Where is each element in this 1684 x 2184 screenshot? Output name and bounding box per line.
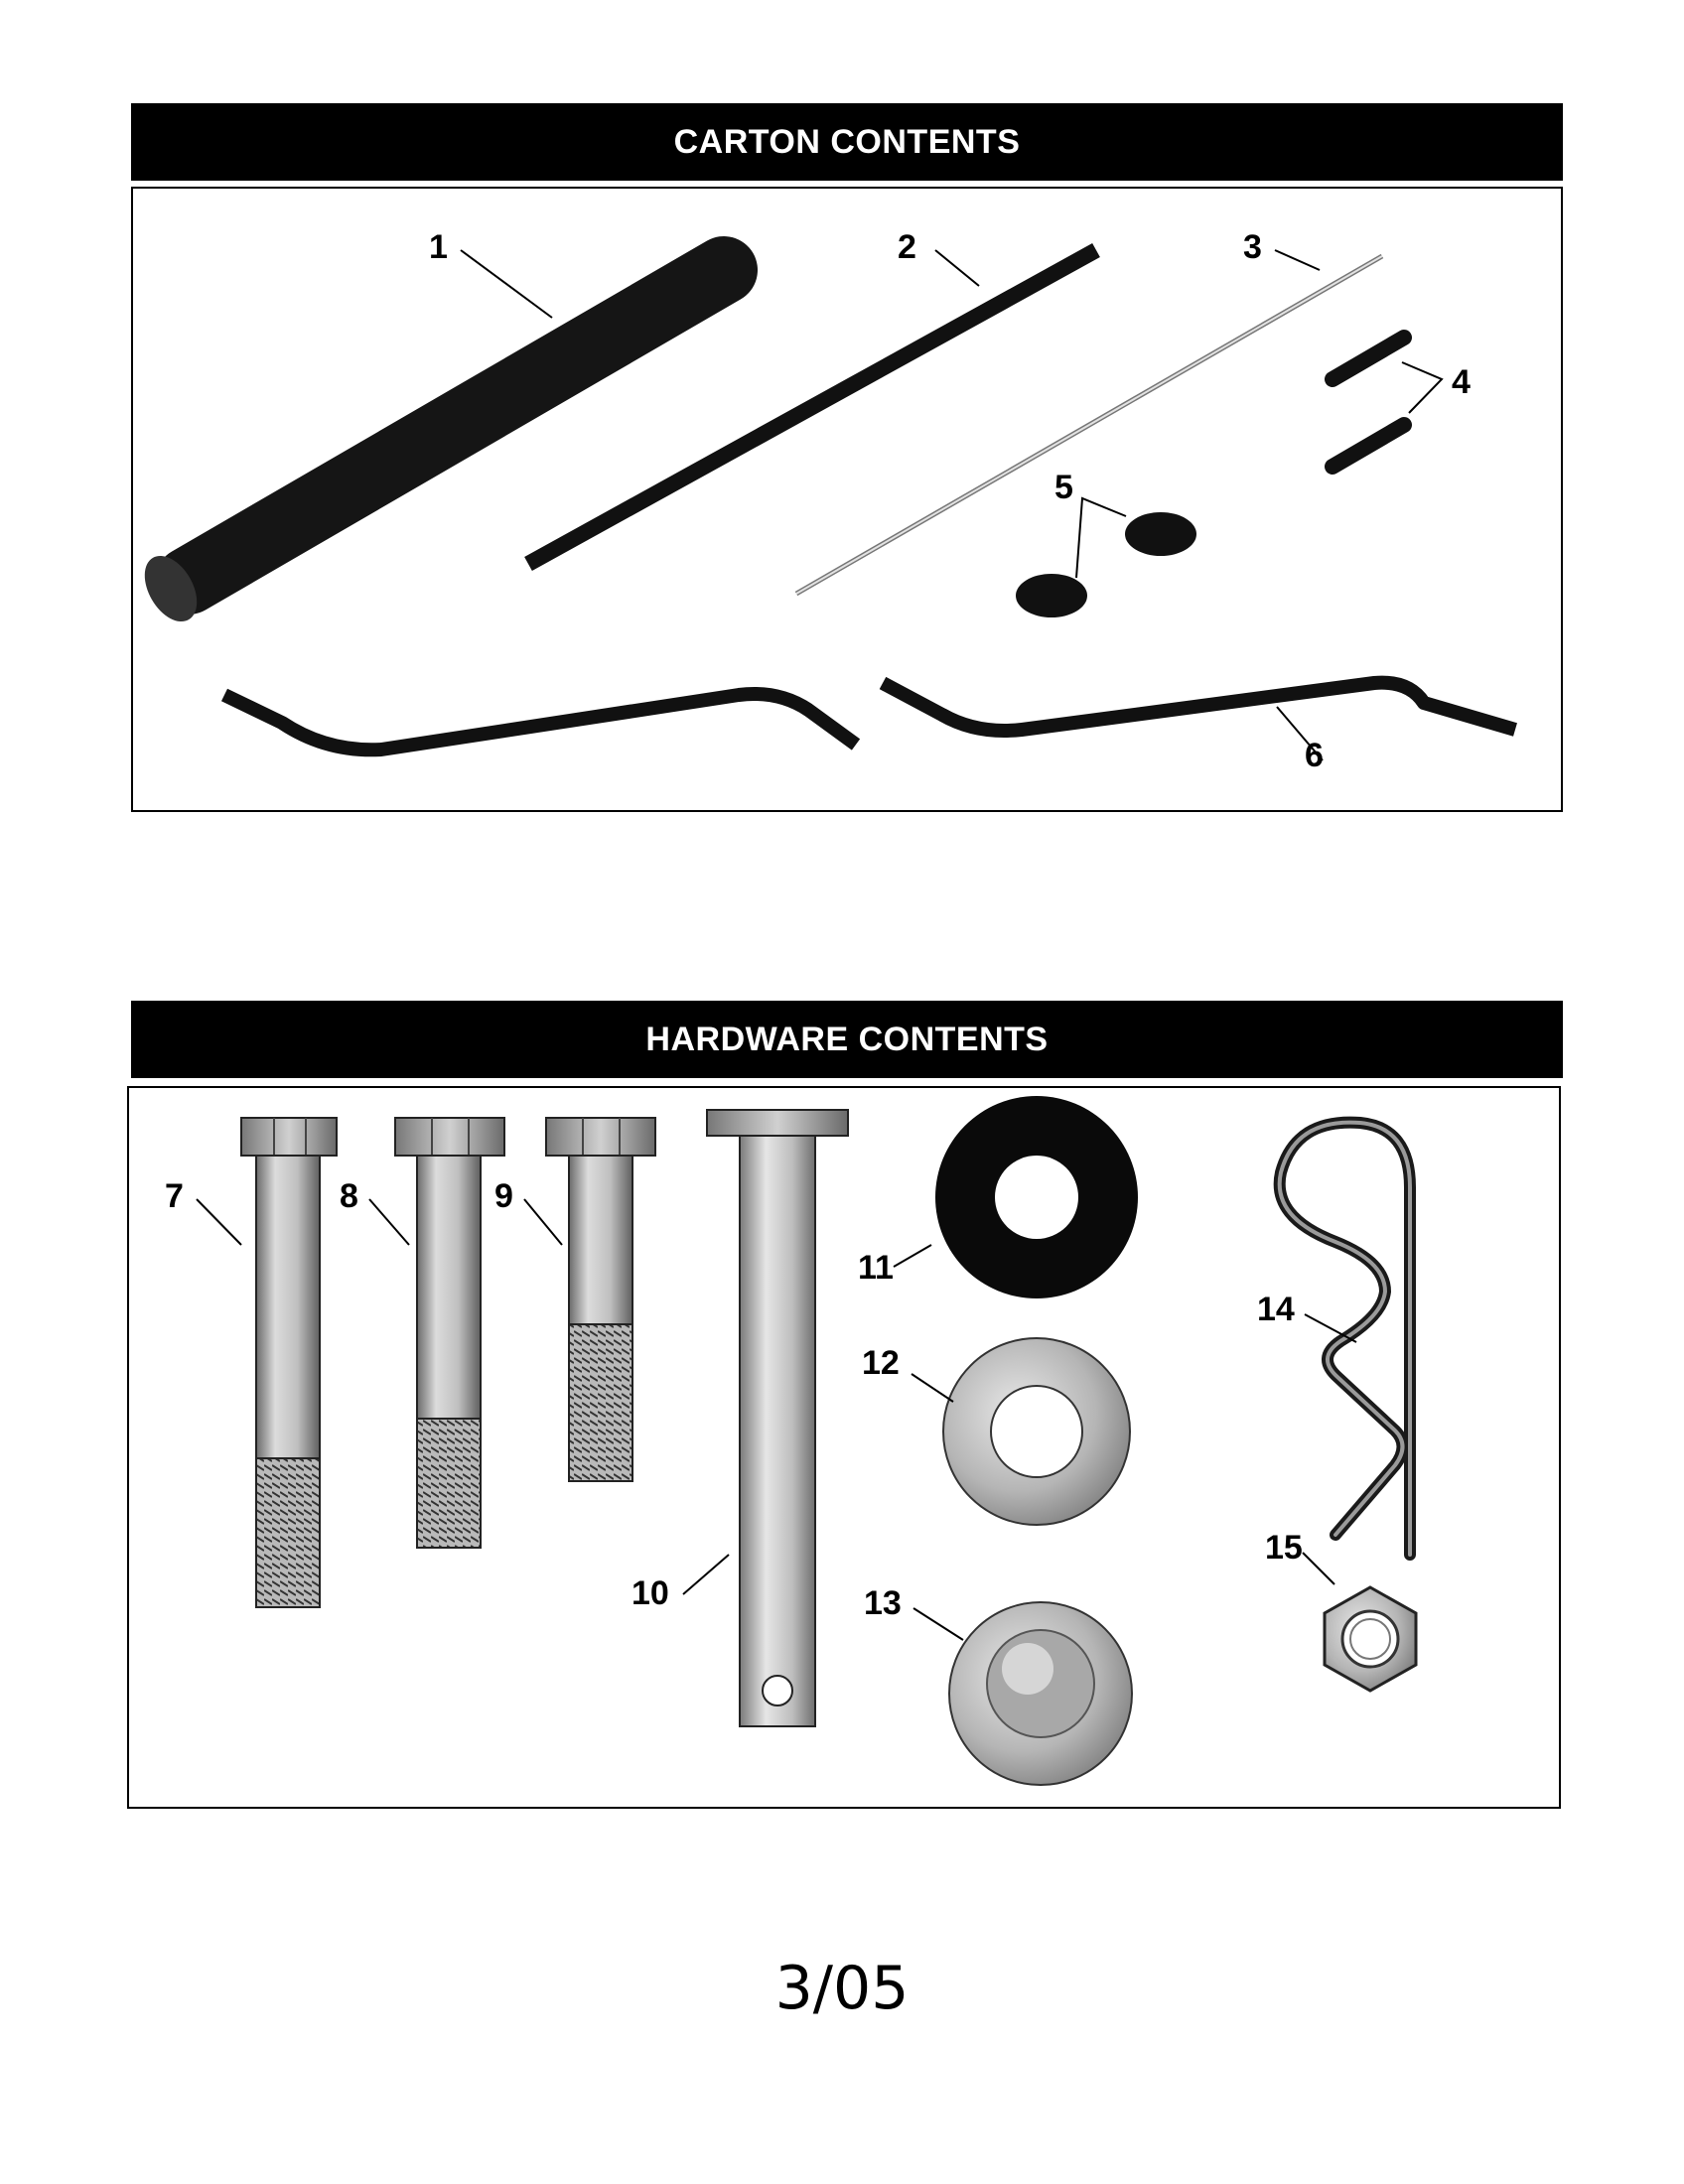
- part-8-medium-bolt: [394, 1117, 505, 1549]
- callout-8: 8: [340, 1177, 358, 1215]
- part-1-tube: [144, 236, 758, 622]
- callout-2: 2: [898, 228, 916, 266]
- part-6-bent-rods: [220, 675, 1517, 757]
- callout-9-leader: [523, 1198, 563, 1246]
- callout-13-leader: [912, 1607, 964, 1641]
- callout-12: 12: [862, 1344, 900, 1382]
- page-date-footer: 3/05: [774, 1954, 910, 2023]
- carton-contents-title: CARTON CONTENTS: [673, 122, 1021, 161]
- carton-contents-illustration: 1 2 3 4 5 6: [144, 228, 1517, 774]
- callout-15-leader: [1302, 1552, 1335, 1585]
- callout-8-leader: [368, 1198, 410, 1246]
- part-2-rod: [524, 242, 1100, 572]
- callout-3: 3: [1243, 228, 1262, 266]
- callout-6-leader: [1276, 706, 1324, 761]
- part-3-thin-rod: [794, 253, 1384, 597]
- callout-4: 4: [1452, 363, 1471, 401]
- part-14-hairpin-clip: [1273, 1116, 1416, 1561]
- hardware-contents-header: HARDWARE CONTENTS: [131, 1001, 1563, 1078]
- callout-12-leader: [911, 1373, 954, 1403]
- part-5-caps: [1016, 512, 1196, 617]
- callout-7-leader: [196, 1198, 242, 1246]
- callout-6: 6: [1305, 737, 1324, 774]
- callout-15: 15: [1265, 1529, 1303, 1567]
- part-12-flat-washer: [942, 1337, 1131, 1526]
- callout-4-leader: [1401, 361, 1444, 414]
- hardware-contents-illustration: 7 8 9 10: [165, 1096, 1418, 1786]
- part-9-short-bolt: [545, 1117, 656, 1482]
- callout-14: 14: [1257, 1291, 1295, 1328]
- callout-14-leader: [1304, 1313, 1357, 1343]
- part-11-rubber-washer: [935, 1096, 1138, 1298]
- part-13-cap-washer: [948, 1601, 1133, 1786]
- callout-2-leader: [934, 249, 980, 287]
- part-4-pins: [1325, 330, 1412, 475]
- callout-13: 13: [864, 1584, 902, 1622]
- callout-10: 10: [632, 1574, 669, 1612]
- callout-9: 9: [494, 1177, 513, 1215]
- callout-3-leader: [1274, 249, 1321, 271]
- carton-contents-header: CARTON CONTENTS: [131, 103, 1563, 181]
- callout-7: 7: [165, 1177, 184, 1215]
- callout-5-leader: [1075, 496, 1127, 579]
- callout-10-leader: [682, 1554, 730, 1595]
- carton-contents-panel: 1 2 3 4 5 6: [131, 187, 1563, 812]
- callout-1-leader: [460, 249, 553, 319]
- callout-11-leader: [893, 1244, 932, 1268]
- callout-5: 5: [1054, 469, 1073, 506]
- part-10-clevis-pin: [706, 1109, 849, 1727]
- hardware-contents-panel: 7 8 9 10: [127, 1086, 1561, 1809]
- callout-11: 11: [858, 1249, 894, 1287]
- part-15-hex-nut: [1323, 1585, 1418, 1693]
- hardware-contents-title: HARDWARE CONTENTS: [645, 1020, 1049, 1058]
- callout-1: 1: [429, 228, 448, 266]
- part-7-long-bolt: [240, 1117, 338, 1608]
